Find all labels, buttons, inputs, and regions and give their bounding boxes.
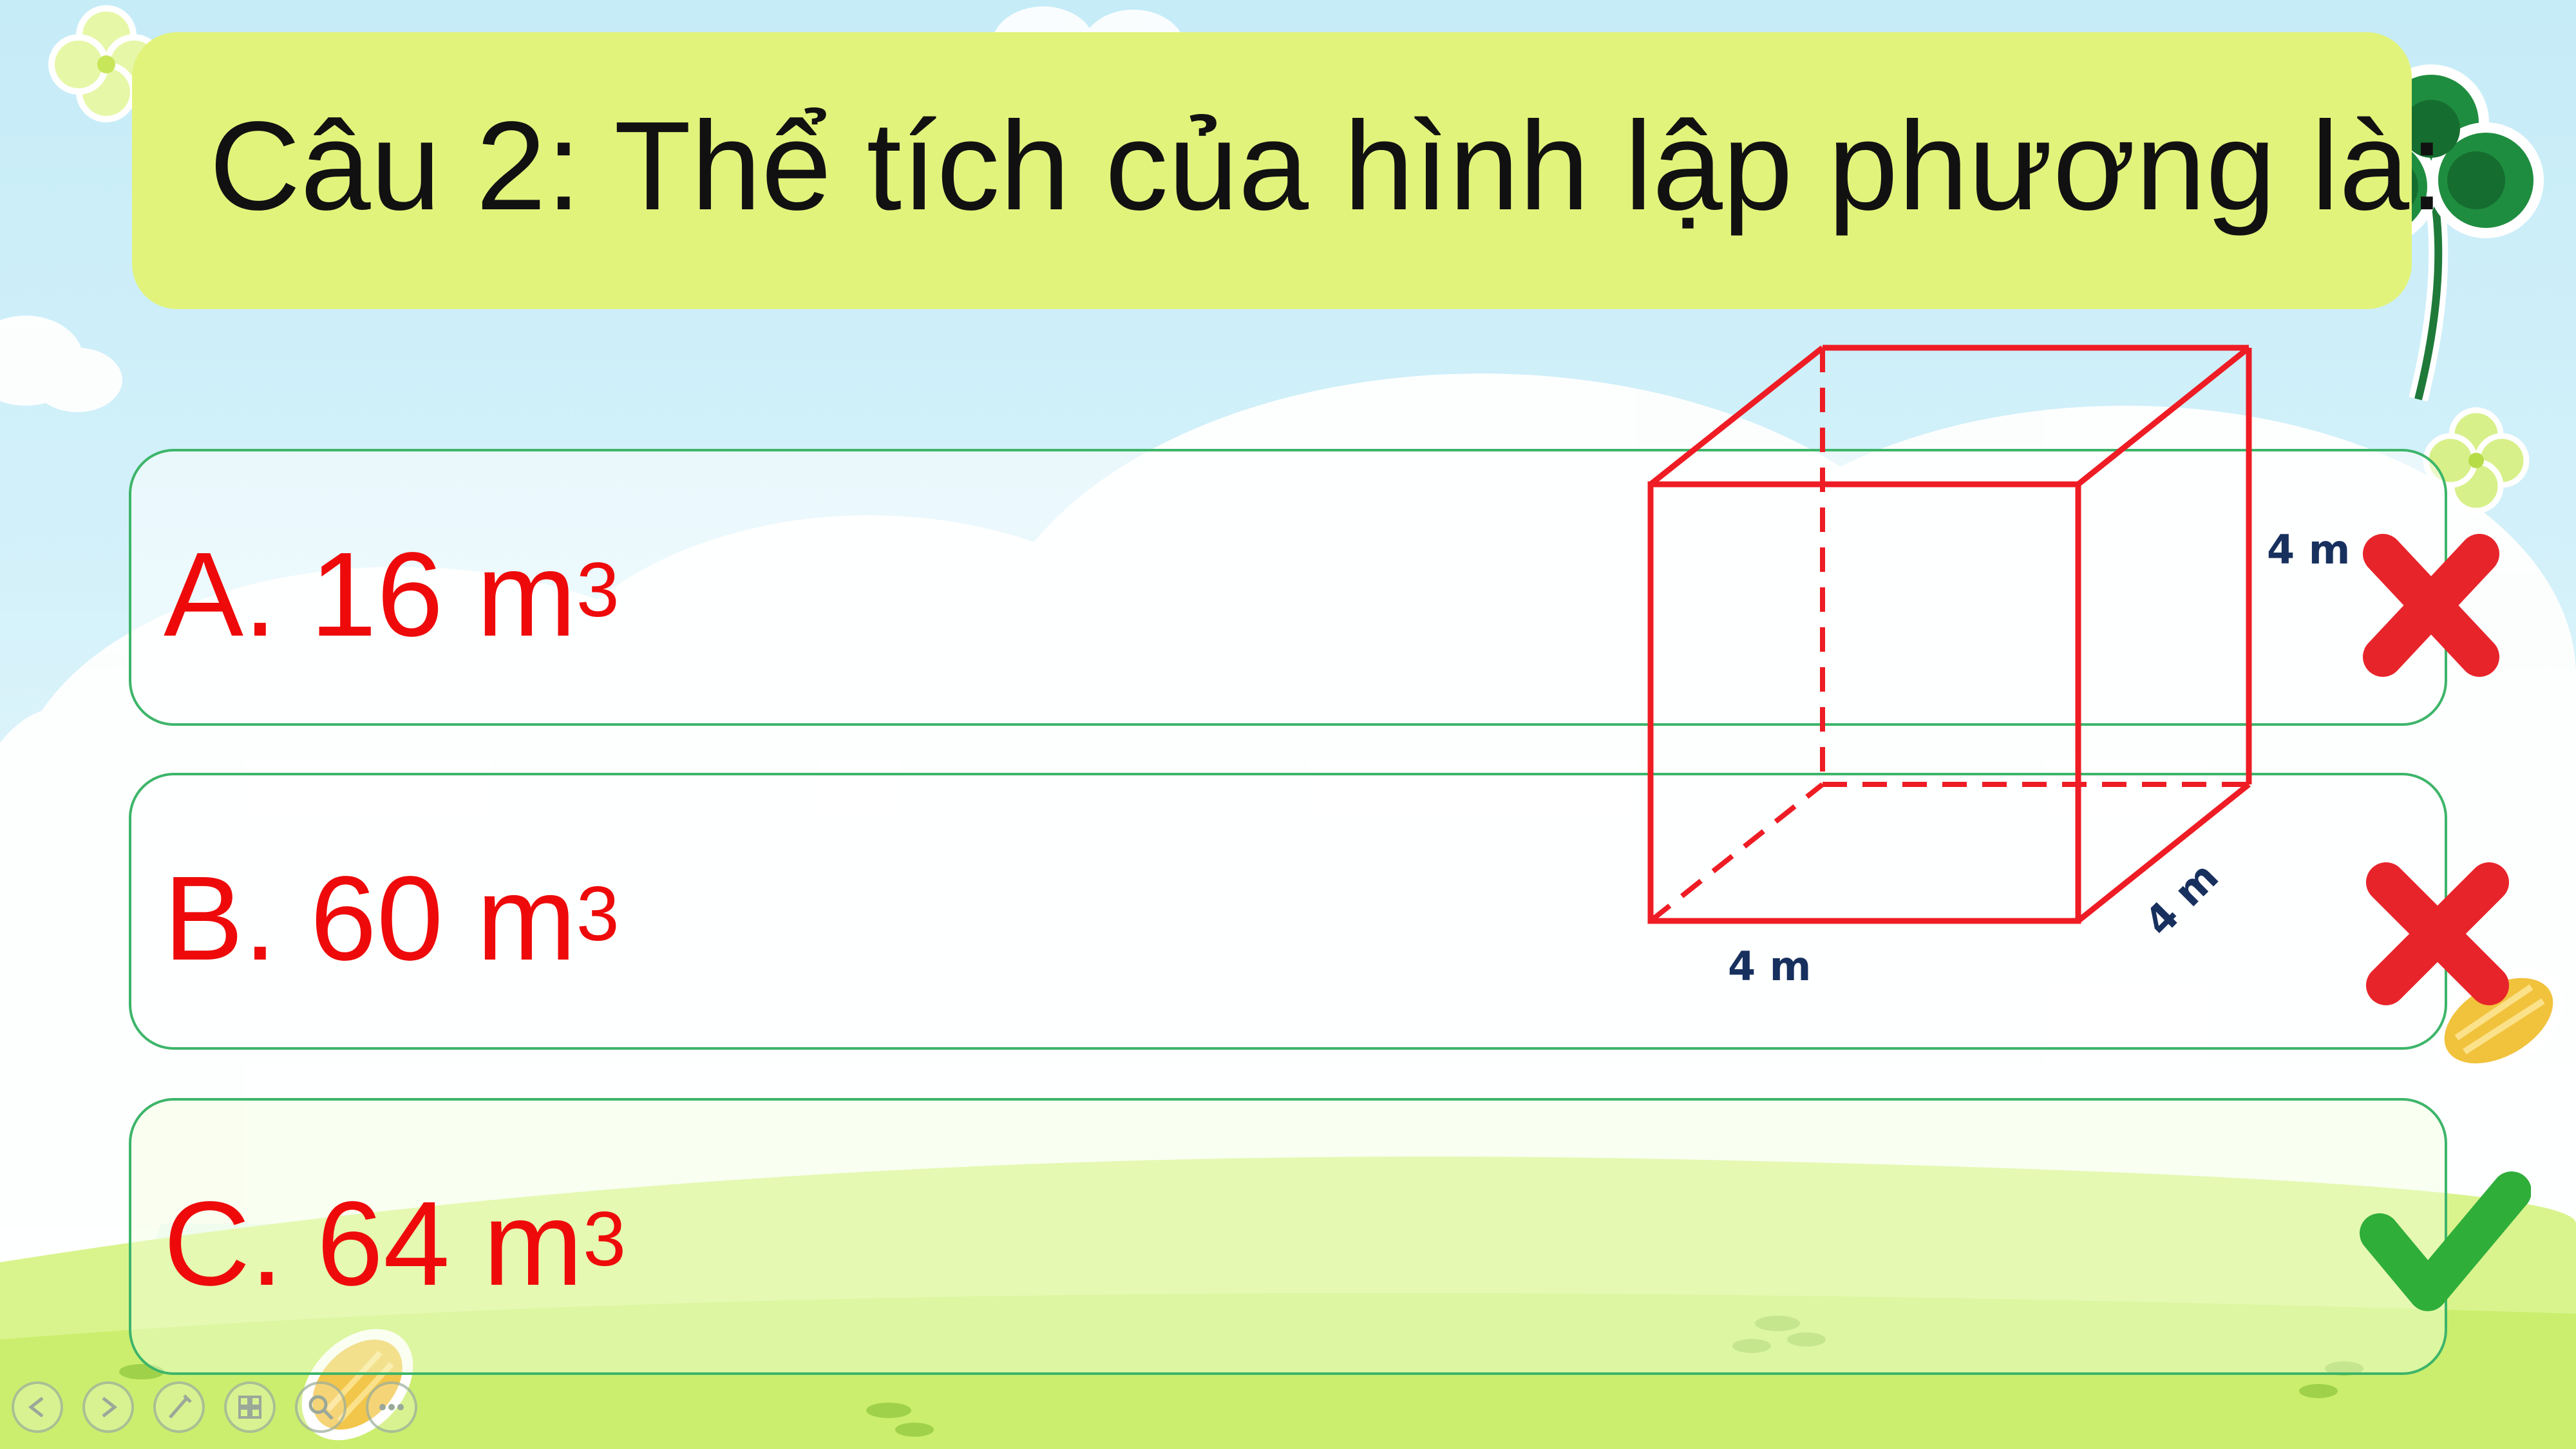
answer-label: B. 60 m3 xyxy=(164,852,620,985)
wrong-mark-icon xyxy=(2366,862,2509,1005)
answer-option-b[interactable]: B. 60 m3 xyxy=(129,773,2447,1050)
cube-height-label: 4 m xyxy=(2267,526,2351,573)
previous-slide-button[interactable] xyxy=(12,1381,63,1433)
zoom-button[interactable] xyxy=(295,1381,346,1433)
next-icon xyxy=(102,1397,118,1417)
correct-mark-icon xyxy=(2360,1171,2531,1311)
wrong-mark-icon xyxy=(2363,534,2499,677)
pen-icon xyxy=(169,1394,192,1419)
question-text: Câu 2: Thể tích của hình lập phương là: xyxy=(209,95,2445,236)
question-banner xyxy=(132,32,2412,309)
answer-label: C. 64 m3 xyxy=(164,1177,626,1311)
leaf-icon xyxy=(2433,968,2564,1074)
answer-option-c[interactable]: C. 64 m3 xyxy=(129,1098,2447,1375)
answer-label: A. 16 m3 xyxy=(164,528,620,661)
next-slide-button[interactable] xyxy=(82,1381,134,1433)
previous-icon xyxy=(28,1397,44,1417)
more-options-button[interactable] xyxy=(366,1381,417,1433)
slides-grid-icon xyxy=(238,1396,261,1419)
zoom-icon xyxy=(308,1395,334,1420)
cube-width-label: 4 m xyxy=(1728,943,1812,990)
see-all-slides-button[interactable] xyxy=(224,1381,276,1433)
more-icon xyxy=(379,1404,404,1410)
pen-button[interactable] xyxy=(153,1381,205,1433)
answer-option-a[interactable]: A. 16 m3 xyxy=(129,449,2447,726)
